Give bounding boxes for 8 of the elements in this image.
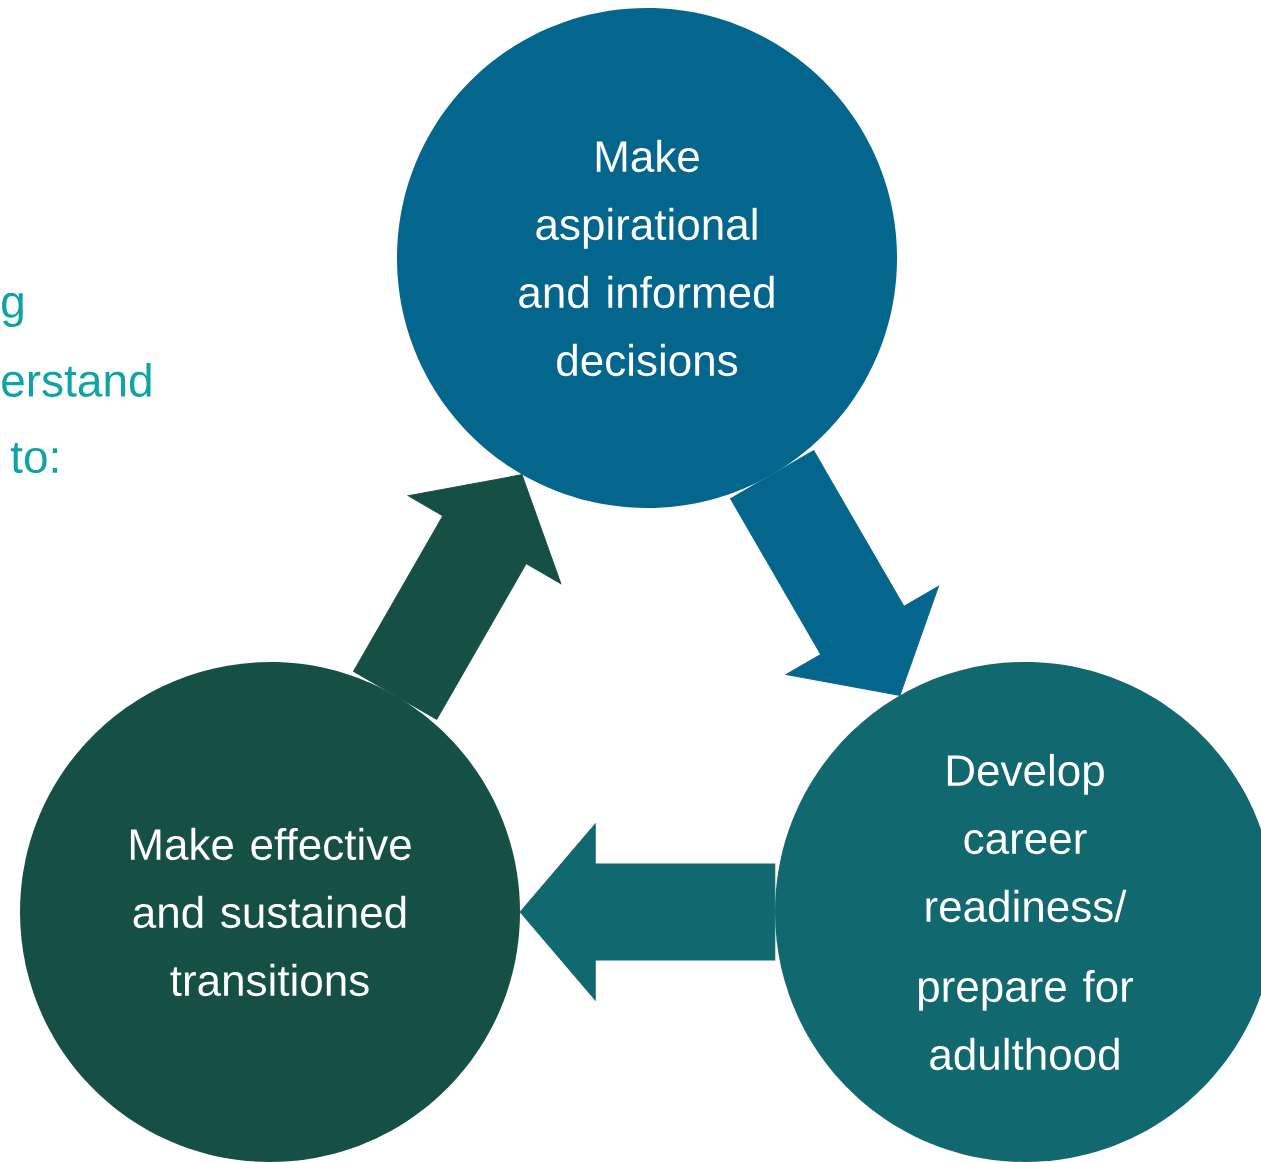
circle-node: Make effective and sustained transitions [20,662,520,1162]
block-arrow [519,823,776,1001]
cut-text: g [2,292,23,328]
cut-text: to: [10,442,58,474]
block-arrow [353,474,562,720]
circle-node: Make aspirational and informed decisions [397,8,897,508]
block-arrow [730,450,939,696]
cut-text: erstand [2,363,151,397]
